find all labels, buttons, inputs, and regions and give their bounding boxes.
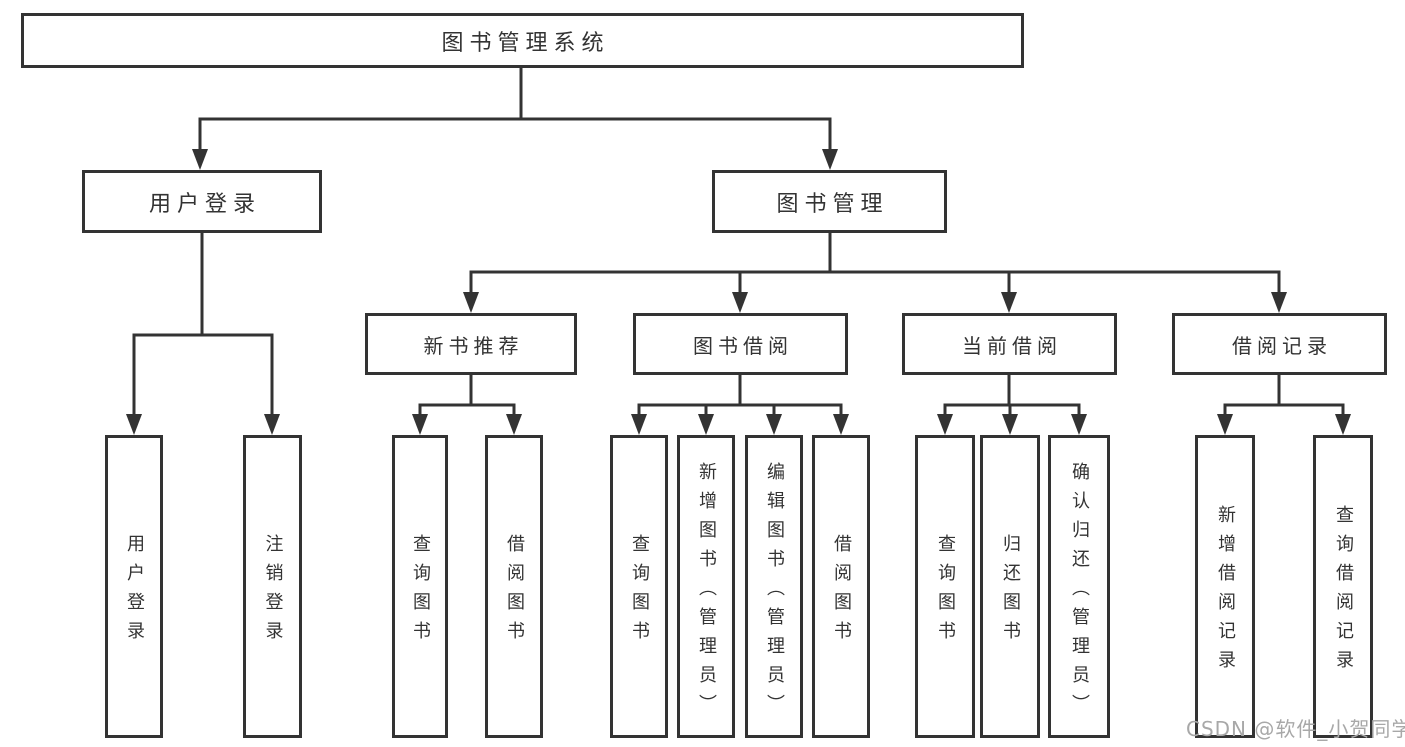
node-label: 图书管理 xyxy=(776,191,889,217)
node-user-login: 用户登录 xyxy=(82,170,322,233)
node-borrowing-records: 借阅记录 xyxy=(1172,313,1387,375)
leaf-label: 查询借阅记录 xyxy=(1333,505,1354,679)
leaf-confirm-return-admin: 确认归还（管理员） xyxy=(1048,435,1110,738)
leaf-label: 编辑图书（管理员） xyxy=(764,461,785,723)
leaf-label: 借阅图书 xyxy=(831,534,852,650)
leaf-query-books-borrowing: 查询图书 xyxy=(610,435,668,738)
node-label: 借阅记录 xyxy=(1232,333,1332,358)
csdn-watermark: CSDN @软件_小贺同学 xyxy=(1186,717,1405,741)
leaf-query-books-recommend: 查询图书 xyxy=(392,435,448,738)
node-library-management-system: 图书管理系统 xyxy=(21,13,1024,68)
node-label: 用户登录 xyxy=(148,191,261,217)
node-new-book-recommendation: 新书推荐 xyxy=(365,313,577,375)
node-label: 当前借阅 xyxy=(962,333,1062,358)
leaf-label: 借阅图书 xyxy=(504,534,525,650)
leaf-label: 用户登录 xyxy=(124,534,145,650)
leaf-borrow-books-borrowing: 借阅图书 xyxy=(812,435,870,738)
leaf-label: 新增借阅记录 xyxy=(1215,505,1236,679)
leaf-label: 确认归还（管理员） xyxy=(1069,461,1090,723)
leaf-label: 查询图书 xyxy=(935,534,956,650)
leaf-borrow-books-recommend: 借阅图书 xyxy=(485,435,543,738)
leaf-query-books-current: 查询图书 xyxy=(915,435,975,738)
leaf-add-borrow-record: 新增借阅记录 xyxy=(1195,435,1255,738)
node-label: 图书管理系统 xyxy=(441,30,610,56)
leaf-user-login: 用户登录 xyxy=(105,435,163,738)
leaf-label: 查询图书 xyxy=(629,534,650,650)
leaf-label: 归还图书 xyxy=(1000,534,1021,650)
leaf-return-books: 归还图书 xyxy=(980,435,1040,738)
leaf-logout: 注销登录 xyxy=(243,435,302,738)
node-book-management: 图书管理 xyxy=(712,170,947,233)
node-book-borrowing: 图书借阅 xyxy=(633,313,848,375)
leaf-label: 注销登录 xyxy=(262,534,284,650)
leaf-label: 查询图书 xyxy=(410,534,431,650)
leaf-edit-books-admin: 编辑图书（管理员） xyxy=(745,435,803,738)
node-label: 图书借阅 xyxy=(693,333,793,358)
leaf-add-books-admin: 新增图书（管理员） xyxy=(677,435,735,738)
node-label: 新书推荐 xyxy=(423,333,524,358)
leaf-label: 新增图书（管理员） xyxy=(696,461,717,723)
node-current-borrowing: 当前借阅 xyxy=(902,313,1117,375)
leaf-query-borrow-record: 查询借阅记录 xyxy=(1313,435,1373,738)
